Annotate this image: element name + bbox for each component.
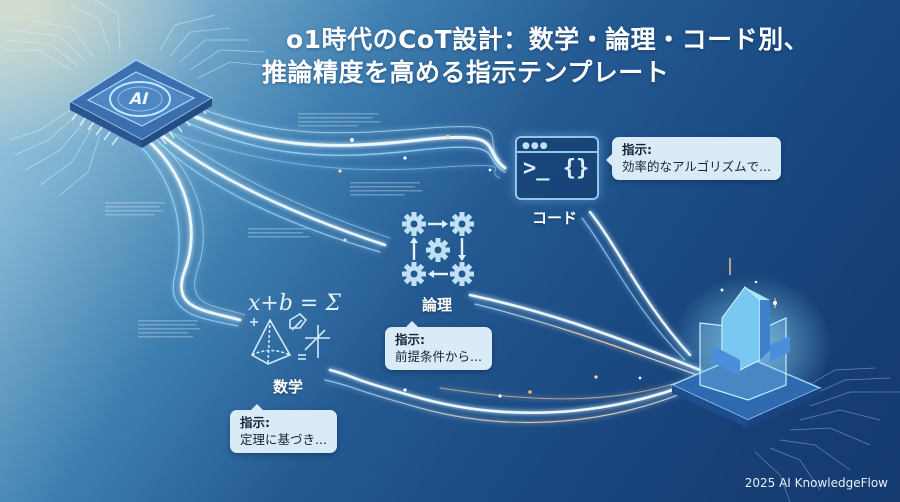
logic-bubble-title: 指示: [395, 332, 425, 347]
logic-bubble-text: 前提条件から... [395, 349, 482, 364]
code-bubble-text: 効率的なアルゴリズムで... [622, 159, 772, 174]
flow-from-crystal [324, 210, 706, 423]
page-title-line-2: 推論精度を高める指示テンプレート [262, 58, 670, 87]
circuit-traces-top-left [4, 0, 271, 196]
logic-instruction-bubble: 指示: 前提条件から... [385, 321, 492, 370]
footer-credit: 2025 AI KnowledgeFlow [744, 476, 888, 490]
math-bubble-text: 定理に基づき... [240, 432, 327, 447]
code-prompt-glyph: >_ {} [523, 156, 590, 181]
flow-to-logic [144, 119, 391, 253]
math-label: 数学 [273, 378, 304, 396]
circuit-traces-bottom-right [754, 367, 900, 502]
sparkle-dots [338, 135, 642, 398]
terminal-code-icon: ●●● >_ {} [515, 136, 599, 200]
flow-to-code [149, 99, 507, 179]
window-dots-icon: ●●● [522, 141, 549, 151]
decorative-text-blocks [105, 113, 422, 338]
page-title-line-1: o1時代のCoT設計：数学・論理・コード別、 [286, 25, 810, 54]
math-bubble-title: 指示: [240, 415, 270, 430]
code-instruction-bubble: 指示: 効率的なアルゴリズムで... [605, 137, 782, 180]
math-instruction-bubble: 指示: 定理に基づき... [230, 404, 337, 453]
math-formula-icon: x+b = Σ [248, 291, 341, 316]
math-equation-text: x+b = Σ [248, 291, 341, 316]
flow-to-math [127, 127, 246, 327]
code-label: コード [532, 209, 578, 227]
logic-label: 論理 [422, 296, 453, 314]
window-titlebar [517, 151, 597, 153]
code-bubble-title: 指示: [622, 142, 652, 157]
